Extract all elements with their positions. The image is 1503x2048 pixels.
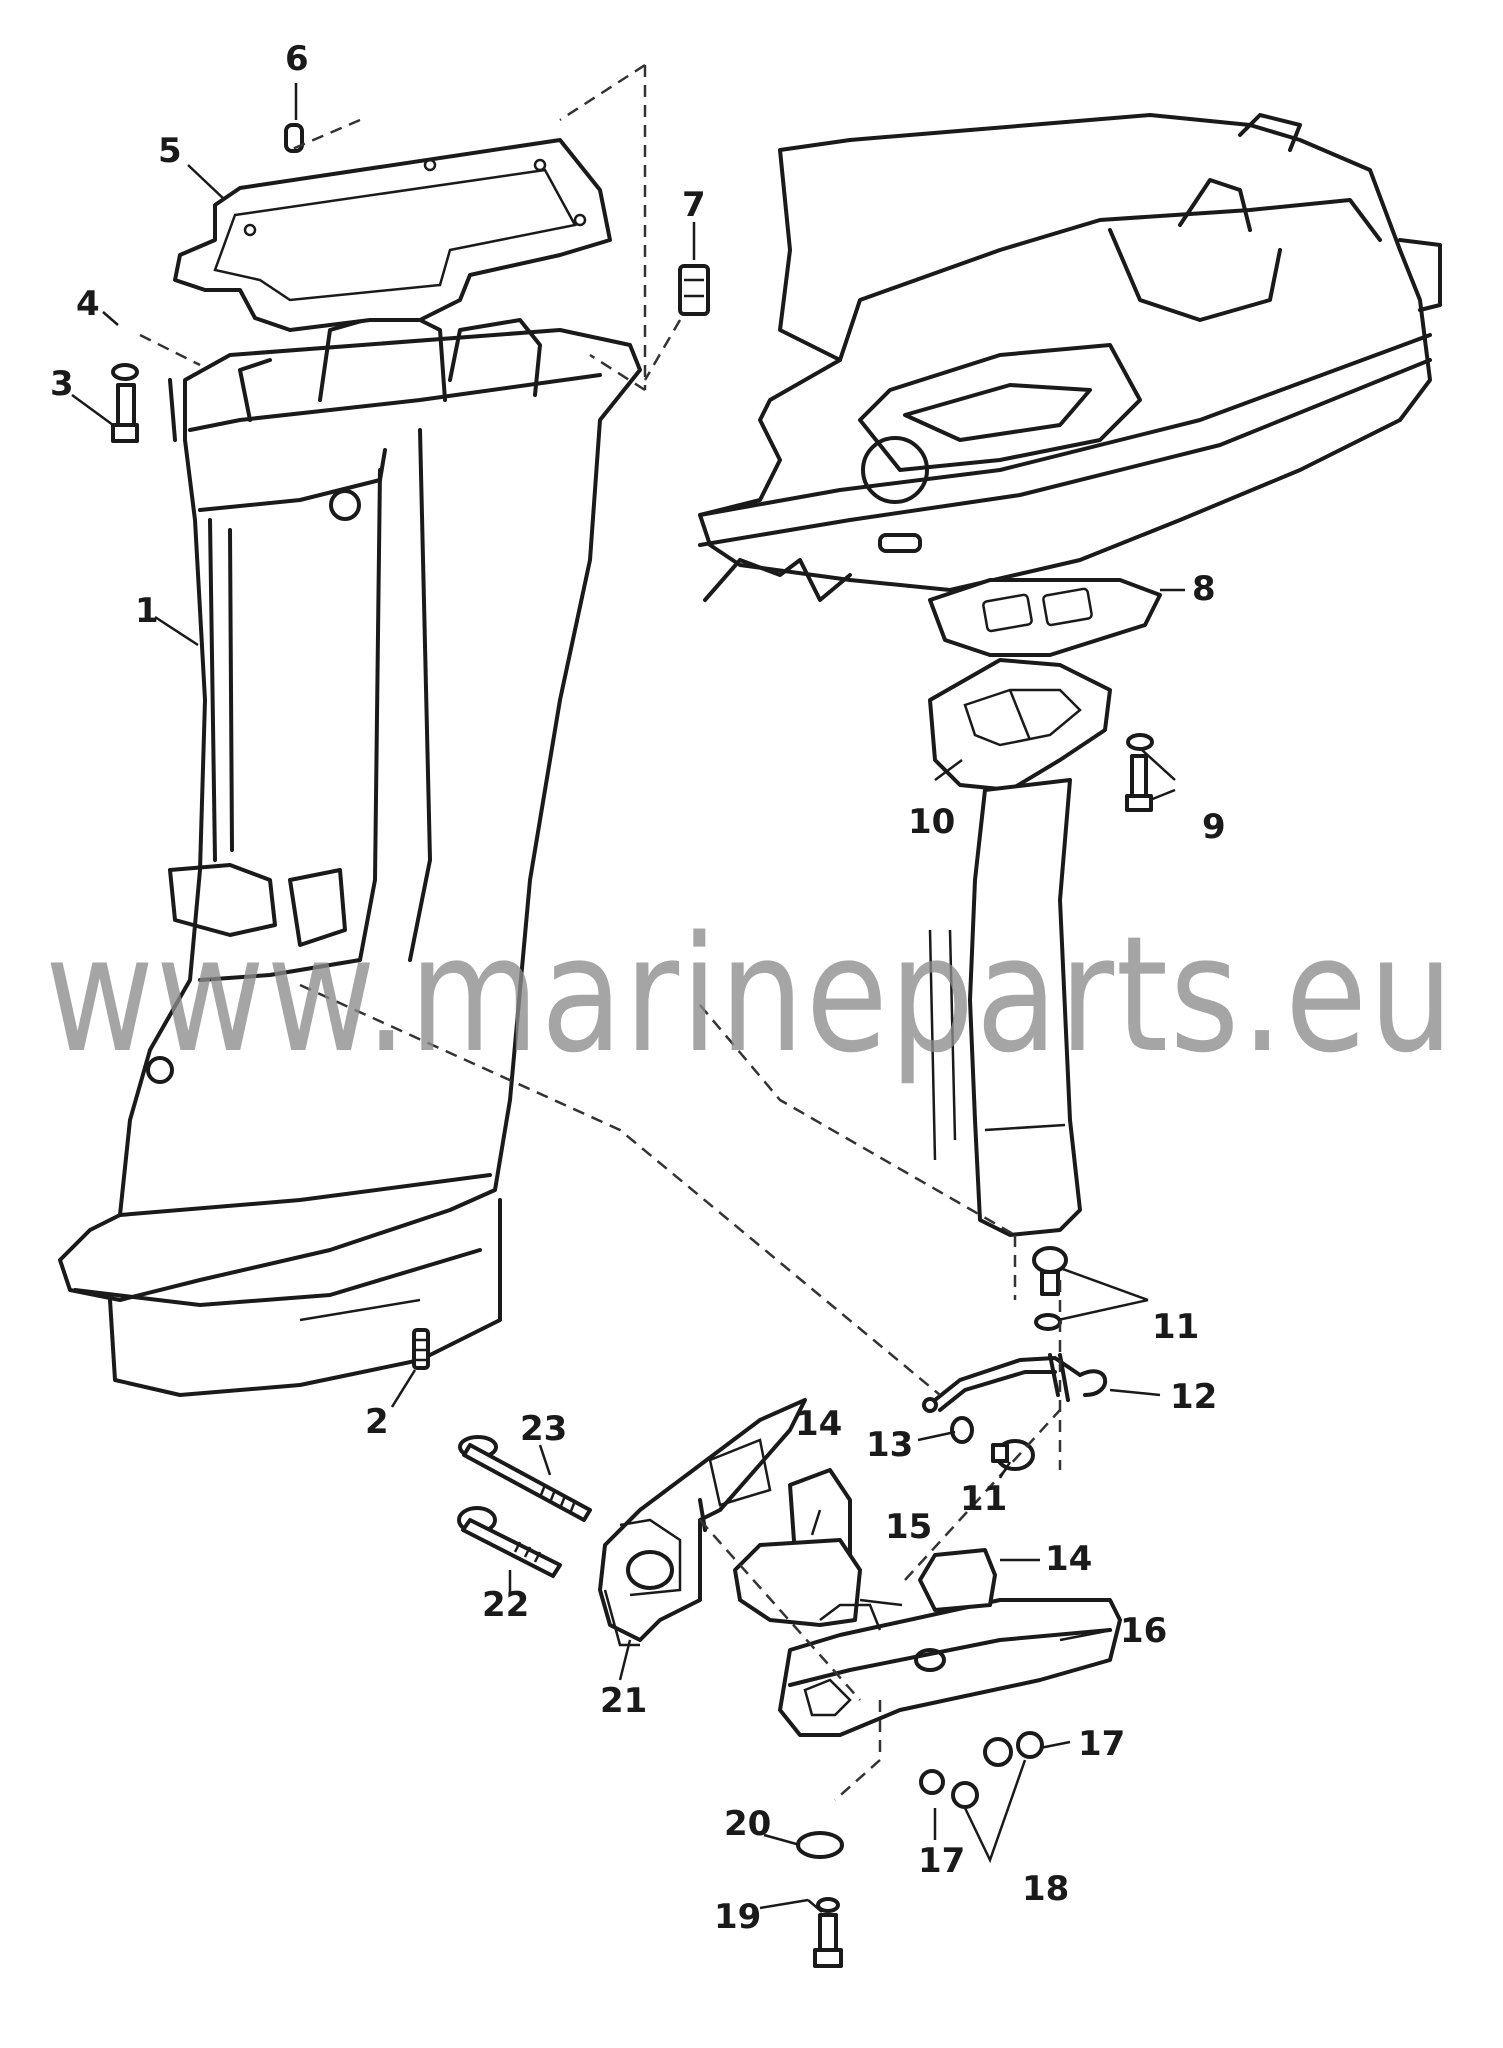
exhaust-gasket xyxy=(928,578,1162,657)
callout-21: 21 xyxy=(600,1681,647,1721)
stud xyxy=(412,1328,430,1370)
callout-7: 7 xyxy=(682,185,706,225)
leader-lines xyxy=(71,83,1185,1913)
callout-6: 6 xyxy=(285,39,309,79)
callout-11-upper: 11 xyxy=(1152,1307,1199,1347)
bolt-and-washer-tube xyxy=(1125,733,1154,812)
callout-17-right: 17 xyxy=(1078,1724,1125,1764)
callout-17-left: 17 xyxy=(918,1841,965,1881)
callout-18: 18 xyxy=(1022,1869,1069,1909)
watermark-text: www.marineparts.eu xyxy=(45,901,1455,1088)
callout-23: 23 xyxy=(520,1409,567,1449)
mount-cover-insert xyxy=(733,1538,862,1627)
callout-12: 12 xyxy=(1170,1377,1217,1417)
water-tube xyxy=(922,1353,1107,1413)
callout-2: 2 xyxy=(365,1402,389,1442)
plug-screw-upper xyxy=(1032,1246,1068,1331)
grommet-and-screw xyxy=(950,1416,1035,1471)
grommet-clip xyxy=(678,264,710,316)
callout-5: 5 xyxy=(158,131,182,171)
nuts xyxy=(919,1731,1044,1809)
gasket-top xyxy=(173,138,612,332)
callout-labels: 6 5 4 3 1 2 7 8 9 10 11 12 13 11 14 15 1… xyxy=(50,39,1226,1937)
callout-1: 1 xyxy=(135,591,159,631)
exhaust-tube xyxy=(928,658,1112,1237)
rubber-mount-lower xyxy=(918,1548,997,1612)
callout-22: 22 xyxy=(482,1585,529,1625)
powerhead-adapter-tray xyxy=(698,113,1442,602)
callout-10: 10 xyxy=(908,802,955,842)
washer-and-bolt xyxy=(796,1831,844,1968)
callout-20: 20 xyxy=(724,1804,771,1844)
dowel-pin xyxy=(284,123,304,153)
callout-9: 9 xyxy=(1202,807,1226,847)
callout-14-upper: 14 xyxy=(795,1404,842,1444)
long-bolts xyxy=(457,1435,592,1578)
assembly-lines xyxy=(139,63,1062,1801)
callout-13: 13 xyxy=(866,1425,913,1465)
callout-15: 15 xyxy=(885,1507,932,1547)
callout-4: 4 xyxy=(76,284,100,324)
callout-16: 16 xyxy=(1120,1611,1167,1651)
callout-11-lower: 11 xyxy=(960,1479,1007,1519)
callout-8: 8 xyxy=(1192,569,1216,609)
callout-19: 19 xyxy=(714,1897,761,1937)
bolt-and-washer-left xyxy=(111,363,139,443)
callout-3: 3 xyxy=(50,364,74,404)
drive-shaft-housing xyxy=(58,308,642,1397)
callout-14-lower: 14 xyxy=(1045,1539,1092,1579)
